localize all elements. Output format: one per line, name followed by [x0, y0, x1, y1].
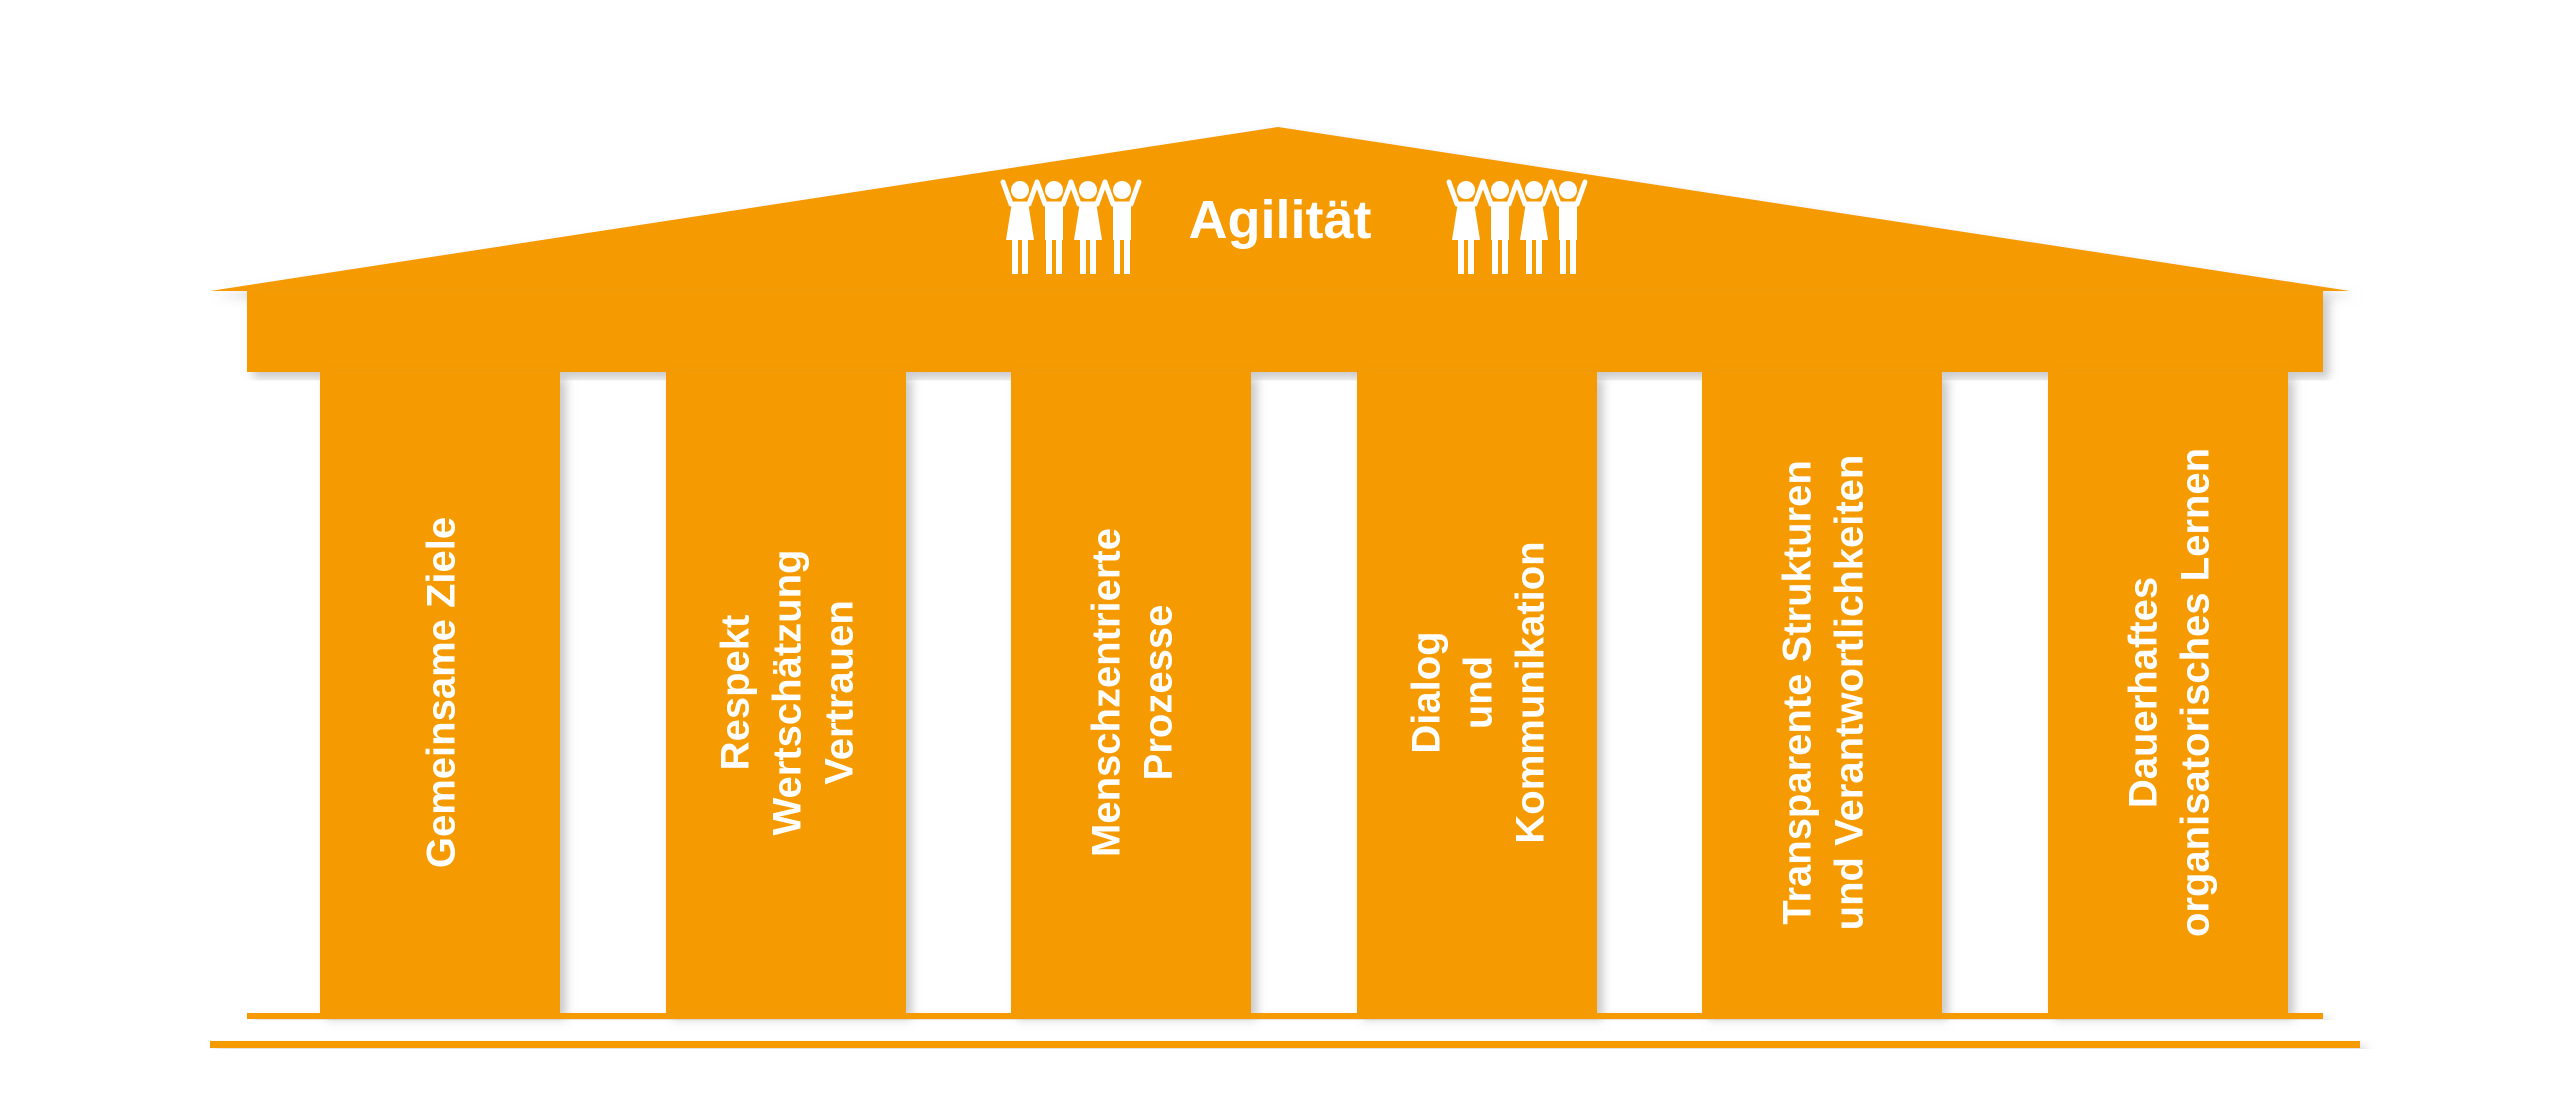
- pillar-label-line: und: [1456, 656, 1500, 729]
- pillar-label-line: Menschzentrierte: [1084, 528, 1128, 857]
- person-figure: [1068, 179, 1108, 274]
- temple-base-upper: [247, 1013, 2323, 1019]
- pillar-label-line: Respekt: [713, 615, 757, 771]
- pillar-column: [1011, 372, 1251, 1013]
- person-figure: [1000, 179, 1040, 274]
- person-figure: [1446, 179, 1486, 274]
- pillar-label-line: organisatorisches Lernen: [2173, 448, 2217, 937]
- pillar-label-line: Gemeinsame Ziele: [419, 517, 463, 868]
- pillar-label-line: und Verantwortlichkeiten: [1827, 455, 1871, 931]
- person-figure: [1514, 179, 1554, 274]
- pillar-label: Gemeinsame Ziele: [419, 517, 463, 868]
- person-figure: [1102, 179, 1142, 274]
- pillar-label-line: Wertschätzung: [765, 550, 809, 836]
- pillar-column: [1702, 372, 1942, 1013]
- pillar-label-line: Prozesse: [1136, 605, 1180, 781]
- pillar-label-line: Dialog: [1404, 631, 1448, 753]
- people-cheering-icon: [1446, 179, 1588, 274]
- temple-beam: [247, 291, 2323, 372]
- people-cheering-icon: [1000, 179, 1142, 274]
- pillar-column: [666, 372, 906, 1013]
- temple-roof: [210, 127, 2350, 291]
- person-figure: [1480, 179, 1520, 274]
- pillar-column: [320, 372, 560, 1013]
- pillar-label-line: Dauerhaftes: [2121, 577, 2165, 808]
- person-figure: [1034, 179, 1074, 274]
- person-figure: [1548, 179, 1588, 274]
- temple-title: Agilität: [1189, 190, 1372, 250]
- temple-base-lower: [210, 1041, 2360, 1048]
- pillar-column: [2048, 372, 2288, 1013]
- pillar-label-line: Transparente Strukturen: [1775, 460, 1819, 925]
- pillar-column: [1357, 372, 1597, 1013]
- pillar-label-line: Vertrauen: [817, 600, 861, 785]
- pillar: Gemeinsame Ziele: [320, 372, 560, 1013]
- pillar-label-line: Kommunikation: [1508, 541, 1552, 843]
